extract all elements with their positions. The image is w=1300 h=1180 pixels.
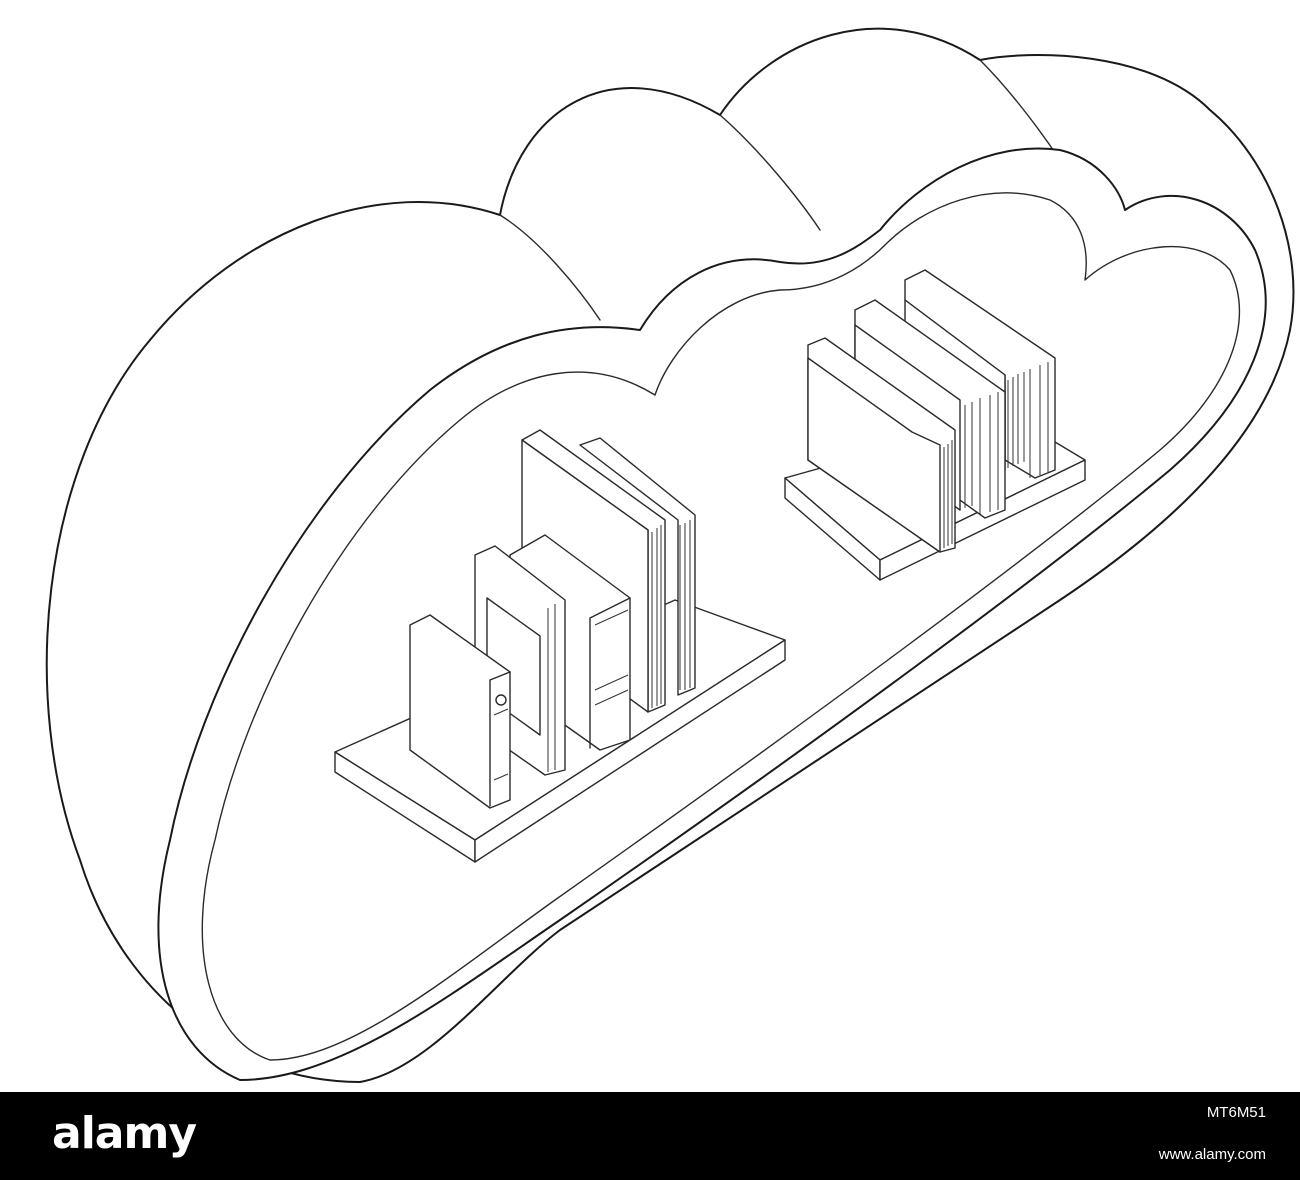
- book-short-dot: [495, 694, 507, 706]
- shelf-left-side: [474, 639, 786, 863]
- folder-front-pages: [943, 440, 953, 548]
- cloud-front-inner-outline: [201, 192, 1241, 1061]
- cloud-ridge-middle: [719, 114, 821, 231]
- book-short-spine: [489, 671, 511, 807]
- watermark-bar: alamy MT6M51 www.alamy.com: [0, 1092, 1300, 1180]
- book-tall-right: [579, 437, 696, 696]
- book-framed-spine: [547, 604, 556, 772]
- book-medium-spine: [589, 597, 631, 749]
- folder-tray-right: [784, 269, 1086, 581]
- site-url-label: www.alamy.com: [1158, 1146, 1266, 1163]
- cloud-back-outline: [45, 27, 1295, 1083]
- image-id-label: MT6M51: [1206, 1104, 1266, 1121]
- book-tall-right-spine: [679, 520, 691, 690]
- book-short: [409, 614, 511, 809]
- bookshelf-left: [334, 429, 786, 863]
- cloud-storage-illustration: [45, 27, 1295, 1083]
- alamy-logo: alamy: [52, 1108, 197, 1159]
- folder-back-pages: [1007, 362, 1049, 478]
- folder-front-face: [807, 357, 941, 553]
- book-medium-spine-lines: [594, 609, 629, 706]
- book-short-spine-lines: [493, 708, 509, 781]
- cloud-ridge-right: [979, 59, 1061, 161]
- tray-side: [879, 459, 1086, 581]
- cloud-ridge-left: [499, 214, 601, 321]
- folder-middle-pages: [964, 392, 999, 514]
- book-tall-spine: [651, 525, 662, 708]
